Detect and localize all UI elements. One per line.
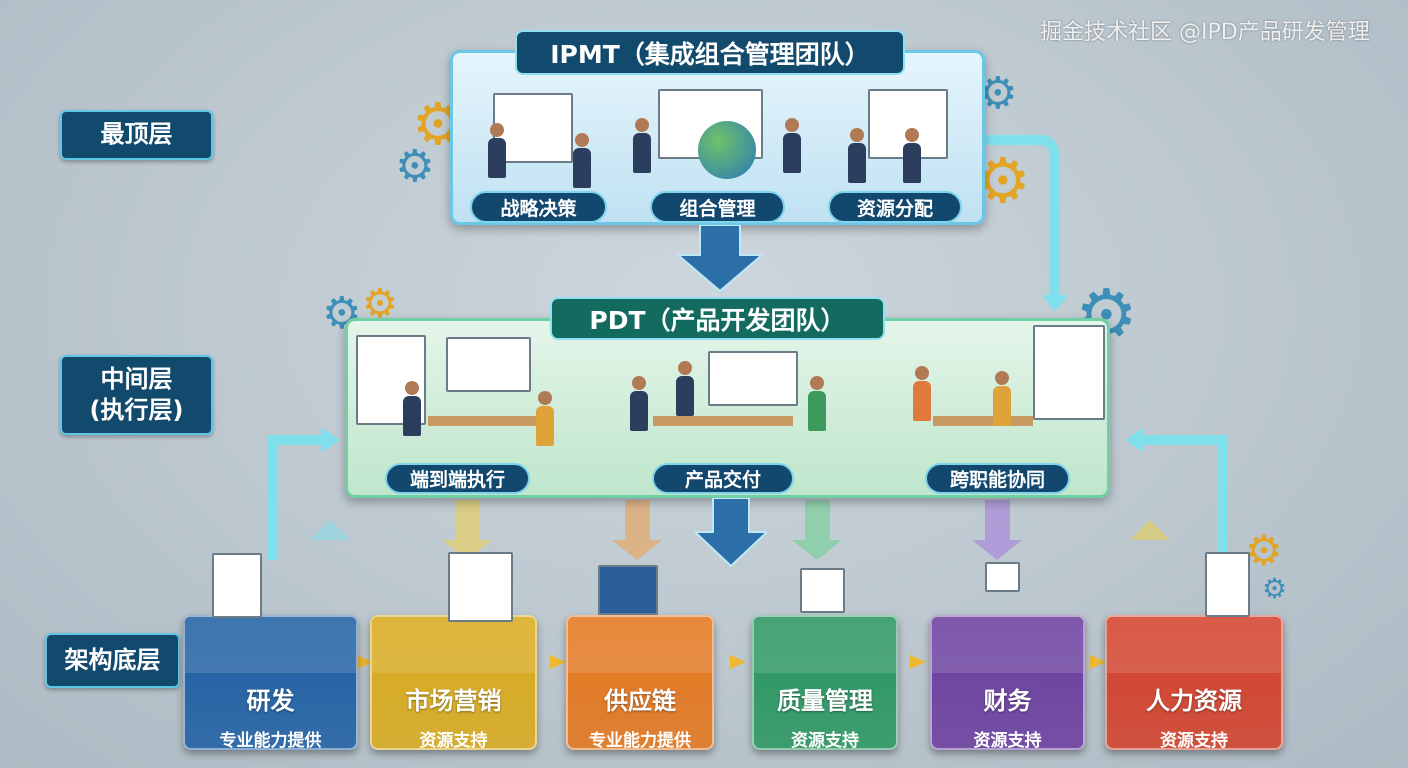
whiteboard-icon [800,568,845,613]
desk [428,416,538,426]
department-role: 资源支持 [973,731,1042,751]
pdt-function-collaboration: 跨职能协同 [925,463,1070,494]
whiteboard-icon [446,337,531,392]
pdt-function-delivery: 产品交付 [652,463,794,494]
desk [933,416,1033,426]
person-icon [536,391,554,446]
globe-icon [698,121,756,179]
layer-label-bottom: 架构底层 [45,633,180,688]
department-role: 专业能力提供 [589,731,691,751]
department-role: 资源支持 [791,731,859,751]
arrow-down-icon [678,225,762,293]
person-icon [903,128,921,183]
whiteboard-icon [985,562,1020,592]
whiteboard-icon [212,553,262,618]
ipmt-function-portfolio: 组合管理 [650,191,785,223]
person-icon [808,376,826,431]
department-quality: 质量管理资源支持 [752,615,898,751]
person-icon [573,133,591,188]
whiteboard-icon [448,552,513,622]
layer-label-middle: 中间层 (执行层) [60,355,213,435]
pdt-function-execution: 端到端执行 [385,463,530,494]
gear-icon: ⚙ [362,281,398,327]
gear-icon: ⚙ [1262,572,1288,605]
department-name: 市场营销 [405,687,502,715]
department-name: 财务 [983,687,1032,715]
department-supply-chain: 供应链专业能力提供 [566,615,714,751]
arrow-down-icon [695,498,767,568]
person-icon [488,123,506,178]
whiteboard-icon [708,351,798,406]
department-name: 人力资源 [1146,687,1242,715]
gear-icon: ⚙ [395,141,435,192]
pdt-title: PDT（产品开发团队） [550,297,885,340]
watermark: 掘金技术社区 @IPD产品研发管理 [1040,20,1370,45]
whiteboard-icon [1033,325,1105,420]
whiteboard-icon [1205,552,1250,617]
department-name: 质量管理 [777,687,873,715]
side-arrow-line [985,135,1060,300]
monitor-icon [598,565,658,615]
department-marketing: 市场营销资源支持 [370,615,537,751]
department-finance: 财务资源支持 [930,615,1085,751]
layer-label-top: 最顶层 [60,110,213,160]
person-icon [848,128,866,183]
whiteboard-icon [493,93,573,163]
person-icon [630,376,648,431]
person-icon [913,366,931,421]
department-role: 专业能力提供 [219,731,322,751]
department-name: 供应链 [604,687,676,715]
ipmt-title: IPMT（集成组合管理团队） [515,30,905,75]
ipmt-function-resources: 资源分配 [828,191,962,223]
person-icon [676,361,694,416]
gear-icon: ⚙ [1245,526,1283,575]
department-role: 资源支持 [419,731,488,751]
person-icon [783,118,801,173]
department-name: 研发 [246,687,295,715]
person-icon [403,381,421,436]
department-hr: 人力资源资源支持 [1105,615,1283,751]
department-role: 资源支持 [1160,731,1228,751]
desk [653,416,793,426]
person-icon [993,371,1011,426]
department-rd: 研发专业能力提供 [183,615,358,751]
ipmt-function-strategy: 战略决策 [470,191,607,223]
whiteboard-icon [356,335,426,425]
person-icon [633,118,651,173]
